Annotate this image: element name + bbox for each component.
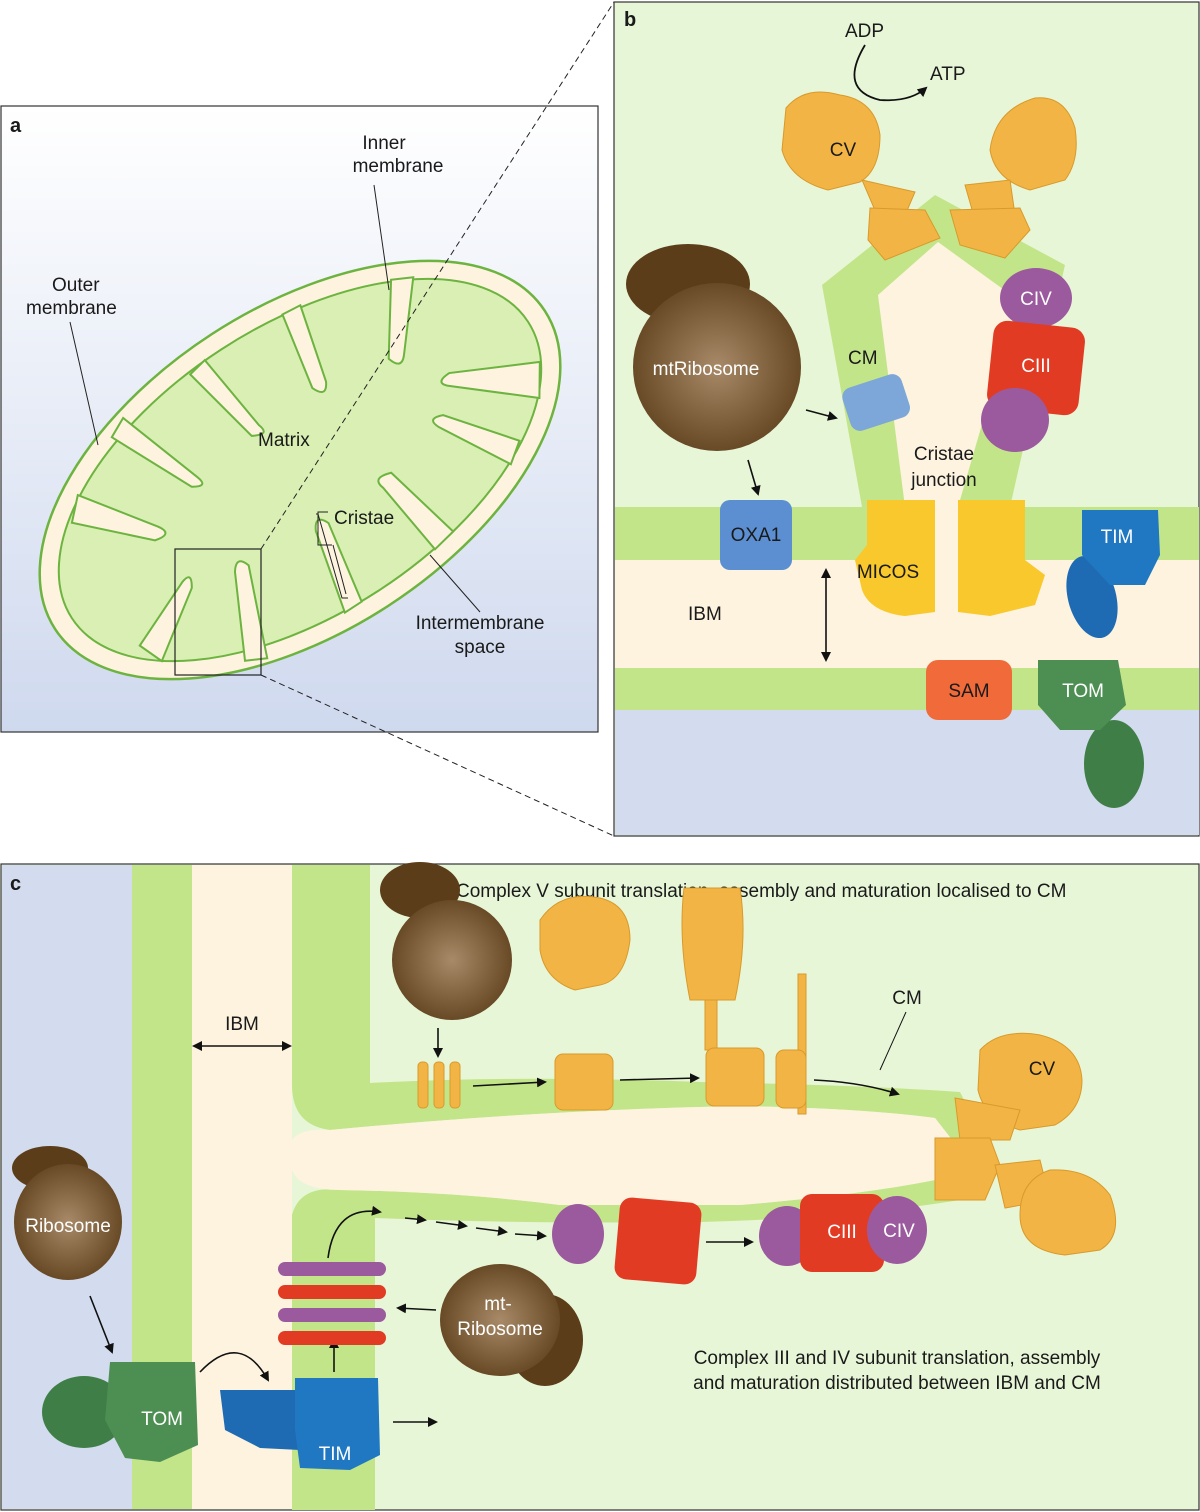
intermembrane-label-2: space xyxy=(455,637,506,658)
outer-membrane-label-2: membrane xyxy=(26,298,117,319)
sam-label: SAM xyxy=(948,681,989,702)
purple-complex-b xyxy=(981,388,1049,452)
ciii-subunit-c xyxy=(614,1197,702,1285)
cristae-junction-label-1: Cristae xyxy=(914,444,974,465)
ribosome-to-tom-arrow xyxy=(89,1295,114,1354)
zoom-box xyxy=(174,548,262,676)
cristae-junction-label-2: junction xyxy=(910,470,977,491)
tim-complex-b xyxy=(1066,510,1160,639)
stack-up-arrow xyxy=(327,1205,382,1259)
panel-b-letter: b xyxy=(624,9,636,31)
cm-label-b: CM xyxy=(848,348,878,369)
mt-ribosome-label-1: mt- xyxy=(484,1294,511,1315)
cv-assembly-steps xyxy=(417,887,807,1115)
cm-label-c: CM xyxy=(892,988,922,1009)
micos-label: MICOS xyxy=(857,562,919,583)
caption-c-1: Complex III and IV subunit translation, … xyxy=(694,1348,1101,1369)
title-top-c: Complex V subunit translation, assembly … xyxy=(456,881,1066,902)
ibm-label-b: IBM xyxy=(688,604,722,625)
cm-complex-b xyxy=(842,374,910,431)
adp-label: ADP xyxy=(845,21,884,42)
adp-atp-arrow xyxy=(853,44,928,102)
cm-leader-c xyxy=(879,1011,907,1071)
tom-complex-c xyxy=(42,1362,198,1462)
crista-lumen xyxy=(878,242,1018,507)
mtribosome-top-c xyxy=(380,862,512,1020)
crista-lumen-c xyxy=(292,1106,960,1205)
inner-membrane xyxy=(57,277,543,663)
ribosome-c xyxy=(12,1146,122,1280)
outer-membrane-label-1: Outer xyxy=(52,275,100,296)
panel-a-letter: a xyxy=(10,115,22,137)
micos-complex xyxy=(855,500,1045,616)
intermembrane-label-1: Intermembrane xyxy=(416,613,545,634)
cv-assembly-arrows xyxy=(472,1073,900,1097)
oxa1-complex xyxy=(720,500,792,570)
cv-label-c: CV xyxy=(1029,1059,1056,1080)
ribosome-label-c: Ribosome xyxy=(25,1216,111,1237)
tom-label-c: TOM xyxy=(141,1409,183,1430)
inner-membrane-label-1: Inner xyxy=(362,133,406,154)
cristae-label: Cristae xyxy=(334,508,394,529)
inner-membrane-label-2: membrane xyxy=(353,156,444,177)
atp-label: ATP xyxy=(930,64,966,85)
panel-a: a xyxy=(0,105,599,733)
ribosome-to-cm-arrow xyxy=(805,409,838,421)
panel-b: b ADP ATP CV CIV CIII mtRibosome xyxy=(613,1,1200,837)
tim-label-c: TIM xyxy=(319,1444,352,1465)
civ-subunit-c xyxy=(552,1204,604,1264)
tim-complex-c xyxy=(220,1378,380,1470)
subunit-stack xyxy=(278,1262,386,1345)
tom-complex-b xyxy=(1038,660,1144,808)
tim-label-b: TIM xyxy=(1101,527,1134,548)
civ-complex-c xyxy=(867,1196,927,1264)
tom-to-tim-arrow xyxy=(199,1352,269,1382)
civ-label-b: CIV xyxy=(1020,289,1052,310)
matrix-label: Matrix xyxy=(258,430,310,451)
mtribosome-low-c xyxy=(440,1264,583,1386)
mt-ribosome-label-2: Ribosome xyxy=(457,1319,543,1340)
tom-label-b: TOM xyxy=(1062,681,1104,702)
mtribosome-b xyxy=(626,244,801,451)
caption-c-2: and maturation distributed between IBM a… xyxy=(693,1373,1101,1394)
mtribo-to-stack-arrow xyxy=(396,1303,437,1314)
ribosome-to-oxa1-arrow xyxy=(747,459,761,496)
panel-c-letter: c xyxy=(10,873,21,895)
ciii-label-c: CIII xyxy=(827,1222,857,1243)
cm-transport-arrows xyxy=(404,1214,754,1247)
cv-dimer-c xyxy=(934,1032,1117,1256)
civ-label-c: CIV xyxy=(883,1221,915,1242)
mitochondrion xyxy=(38,259,562,681)
cv-label-b: CV xyxy=(830,140,857,161)
sam-complex xyxy=(926,660,1012,720)
oxa1-label: OXA1 xyxy=(731,525,782,546)
mtribosome-label-b: mtRibosome xyxy=(653,359,760,380)
cv-dimer xyxy=(781,91,1077,261)
leader-lines xyxy=(69,184,481,613)
ibm-label-c: IBM xyxy=(225,1014,259,1035)
ciii-complex-c xyxy=(800,1194,884,1272)
civ-complex-b xyxy=(1000,268,1072,328)
ciii-label-b: CIII xyxy=(1021,356,1051,377)
panel-c: c Complex V subunit translation, assembl… xyxy=(0,862,1200,1511)
zoom-lines xyxy=(260,1,615,837)
